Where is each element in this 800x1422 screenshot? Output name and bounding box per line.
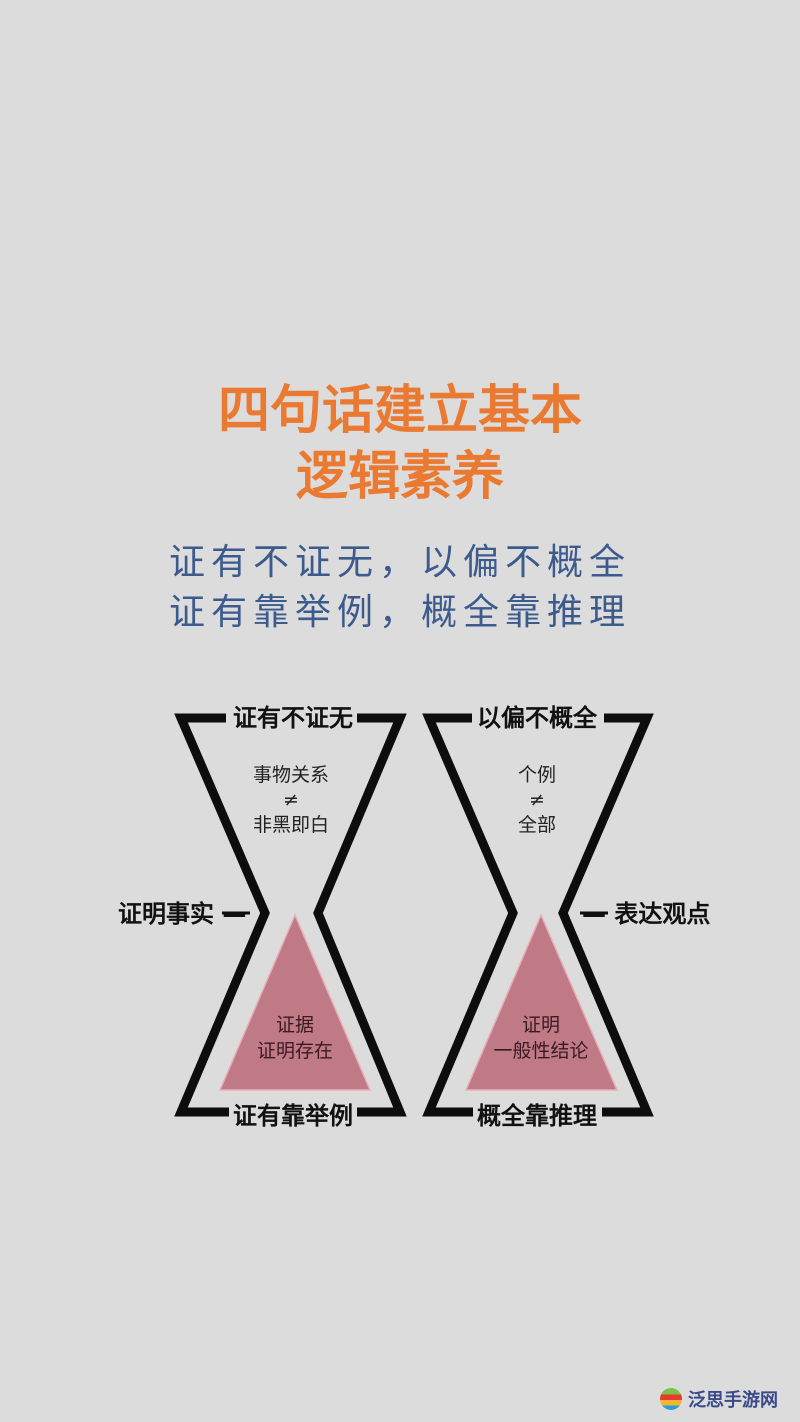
left-hourglass-shape: [174, 713, 407, 1117]
left-bottom-label: 证有靠举例: [229, 1101, 357, 1131]
right-triangle: [464, 913, 619, 1091]
right-inner-text: 个例 ≠ 全部: [477, 763, 597, 838]
right-triangle-line-2: 一般性结论: [493, 1040, 589, 1062]
left-triangle-text: 证据 证明存在: [235, 1012, 355, 1064]
right-triangle-text: 证明 一般性结论: [476, 1012, 606, 1064]
right-inner-line-1: 个例: [517, 764, 556, 786]
watermark-text: 泛思手游网: [688, 1390, 778, 1411]
left-inner-line-2: 非黑即白: [252, 814, 329, 836]
apple-logo-icon: [660, 1388, 682, 1410]
not-equal-symbol: ≠: [529, 789, 545, 811]
left-inner-line-1: 事物关系: [252, 764, 329, 786]
right-triangle-line-1: 证明: [521, 1014, 560, 1036]
right-top-label: 以偏不概全: [473, 703, 601, 733]
subtitle-line-2: 证有靠举例，概全靠推理: [168, 592, 631, 633]
left-side-label: 证明事实 —: [118, 899, 247, 928]
subtitle-line-1: 证有不证无，以偏不概全: [168, 542, 631, 583]
right-bottom-label: 概全靠推理: [473, 1101, 601, 1131]
right-hourglass-shape: [422, 713, 654, 1117]
right-inner-line-2: 全部: [517, 814, 556, 836]
title-line-2: 逻辑素养: [295, 447, 504, 507]
right-side-label: — 表达观点: [582, 899, 711, 928]
left-top-label: 证有不证无: [229, 703, 357, 733]
left-triangle-line-1: 证据: [275, 1014, 314, 1036]
left-inner-text: 事物关系 ≠ 非黑即白: [231, 763, 351, 838]
title-line-1: 四句话建立基本: [217, 381, 582, 441]
not-equal-symbol: ≠: [283, 789, 299, 811]
left-triangle: [218, 913, 372, 1091]
watermark: 泛思手游网: [660, 1386, 778, 1412]
left-triangle-line-2: 证明存在: [256, 1040, 333, 1062]
